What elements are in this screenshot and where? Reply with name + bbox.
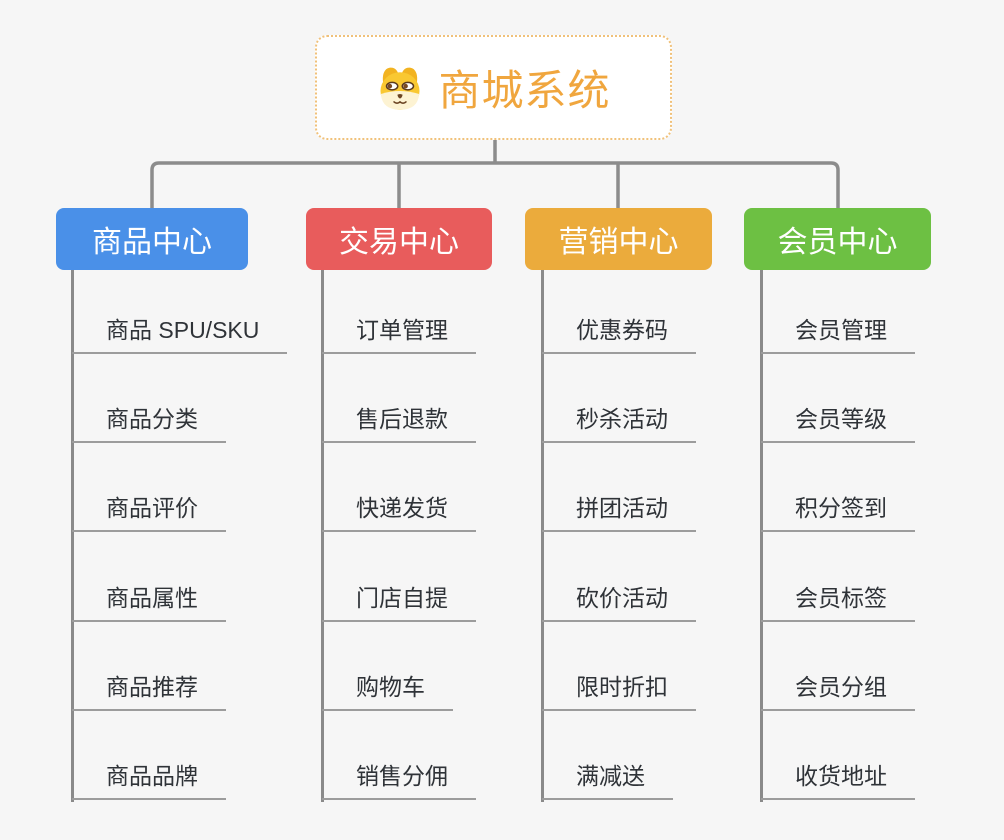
- branch-label: 商品中心: [92, 226, 212, 259]
- branch-spine: [321, 270, 324, 802]
- subtopic-item[interactable]: 拼团活动: [542, 443, 696, 533]
- root-topic[interactable]: 商城系统: [315, 35, 672, 140]
- branch-label: 营销中心: [558, 226, 679, 259]
- branch-topic-members[interactable]: 会员中心: [744, 208, 931, 270]
- branch-spine: [760, 270, 763, 802]
- subtopic-item[interactable]: 快递发货: [322, 443, 476, 533]
- subtopic-item[interactable]: 商品 SPU/SKU: [72, 270, 288, 354]
- subtopic-item[interactable]: 商品评价: [72, 443, 226, 533]
- subtopic-item[interactable]: 商品品牌: [72, 711, 226, 801]
- subtopic-item[interactable]: 商品属性: [72, 532, 226, 622]
- subtopic-item[interactable]: 会员分组: [761, 622, 915, 712]
- subtopic-item[interactable]: 会员标签: [761, 532, 915, 622]
- subtopic-column-marketing: 优惠券码 秒杀活动 拼团活动 砍价活动 限时折扣 满减送: [542, 270, 696, 801]
- subtopic-item[interactable]: 销售分佣: [322, 711, 476, 801]
- branch-label: 会员中心: [777, 226, 898, 259]
- subtopic-item[interactable]: 砍价活动: [542, 532, 696, 622]
- subtopic-item[interactable]: 积分签到: [761, 443, 915, 533]
- branch-spine: [71, 270, 74, 802]
- subtopic-item[interactable]: 优惠券码: [542, 270, 696, 354]
- subtopic-column-products: 商品 SPU/SKU 商品分类 商品评价 商品属性 商品推荐 商品品牌: [72, 270, 288, 801]
- subtopic-item[interactable]: 会员管理: [761, 270, 915, 354]
- subtopic-item[interactable]: 会员等级: [761, 354, 915, 443]
- branch-topic-products[interactable]: 商品中心: [56, 208, 248, 270]
- subtopic-item[interactable]: 商品分类: [72, 354, 226, 443]
- subtopic-item[interactable]: 满减送: [542, 711, 673, 801]
- subtopic-item[interactable]: 门店自提: [322, 532, 476, 622]
- subtopic-item[interactable]: 商品推荐: [72, 622, 226, 712]
- branch-topic-marketing[interactable]: 营销中心: [525, 208, 712, 270]
- root-title: 商城系统: [438, 67, 611, 114]
- doge-dog-icon: [380, 67, 420, 110]
- subtopic-item[interactable]: 售后退款: [322, 354, 476, 443]
- subtopic-column-trade: 订单管理 售后退款 快递发货 门店自提 购物车 销售分佣: [322, 270, 476, 801]
- branch-spine: [541, 270, 544, 802]
- branch-label: 交易中心: [339, 226, 459, 259]
- subtopic-item[interactable]: 订单管理: [322, 270, 476, 354]
- branch-topic-trade[interactable]: 交易中心: [306, 208, 492, 270]
- subtopic-item[interactable]: 秒杀活动: [542, 354, 696, 443]
- subtopic-item[interactable]: 限时折扣: [542, 622, 696, 712]
- subtopic-item[interactable]: 购物车: [322, 622, 453, 712]
- subtopic-item[interactable]: 收货地址: [761, 711, 915, 801]
- subtopic-column-members: 会员管理 会员等级 积分签到 会员标签 会员分组 收货地址: [761, 270, 915, 801]
